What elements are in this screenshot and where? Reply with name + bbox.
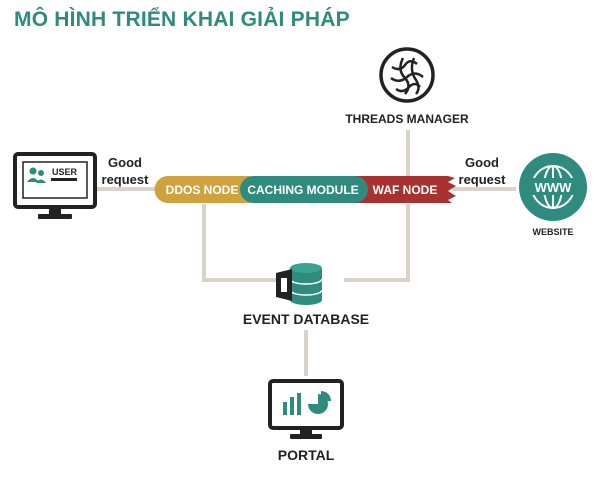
user-node: USER — [13, 152, 97, 219]
good-request-left: Good request — [102, 155, 150, 187]
event-database-node: EVENT DATABASE — [243, 263, 369, 327]
page-title: MÔ HÌNH TRIỂN KHAI GIẢI PHÁP — [14, 8, 350, 31]
svg-text:WWW: WWW — [535, 180, 573, 195]
threads-manager-label: THREADS MANAGER — [345, 112, 469, 126]
user-monitor-icon — [13, 152, 97, 219]
threads-manager-node: THREADS MANAGER — [345, 47, 469, 126]
portal-monitor-icon — [268, 379, 344, 439]
ddos-node-label: DDOS NODE — [166, 183, 239, 197]
connector-waf-database — [344, 204, 410, 282]
website-label: WEBSITE — [532, 227, 573, 237]
portal-label: PORTAL — [278, 447, 335, 463]
connector-ddos-database — [202, 204, 276, 282]
connectors — [97, 130, 516, 376]
pipeline-bar: DDOS NODE CACHING MODULE WAF NODE — [154, 176, 456, 203]
portal-node: PORTAL — [268, 379, 344, 463]
good-request-right-line1: Good — [465, 155, 499, 170]
www-globe-icon: WWW — [519, 153, 587, 221]
waf-node-segment — [355, 176, 456, 203]
waf-node-label: WAF NODE — [373, 183, 438, 197]
website-node: WWW WEBSITE — [519, 153, 587, 237]
caching-module-segment — [240, 176, 368, 203]
event-database-label: EVENT DATABASE — [243, 311, 369, 327]
good-request-right-line2: request — [459, 172, 507, 187]
database-icon — [276, 263, 323, 305]
good-request-left-line1: Good — [108, 155, 142, 170]
user-label: USER — [52, 167, 78, 177]
threads-globe-icon — [379, 47, 435, 103]
good-request-left-line2: request — [102, 172, 150, 187]
ddos-node-segment — [154, 176, 250, 203]
good-request-right: Good request — [459, 155, 507, 187]
caching-module-label: CACHING MODULE — [247, 183, 358, 197]
